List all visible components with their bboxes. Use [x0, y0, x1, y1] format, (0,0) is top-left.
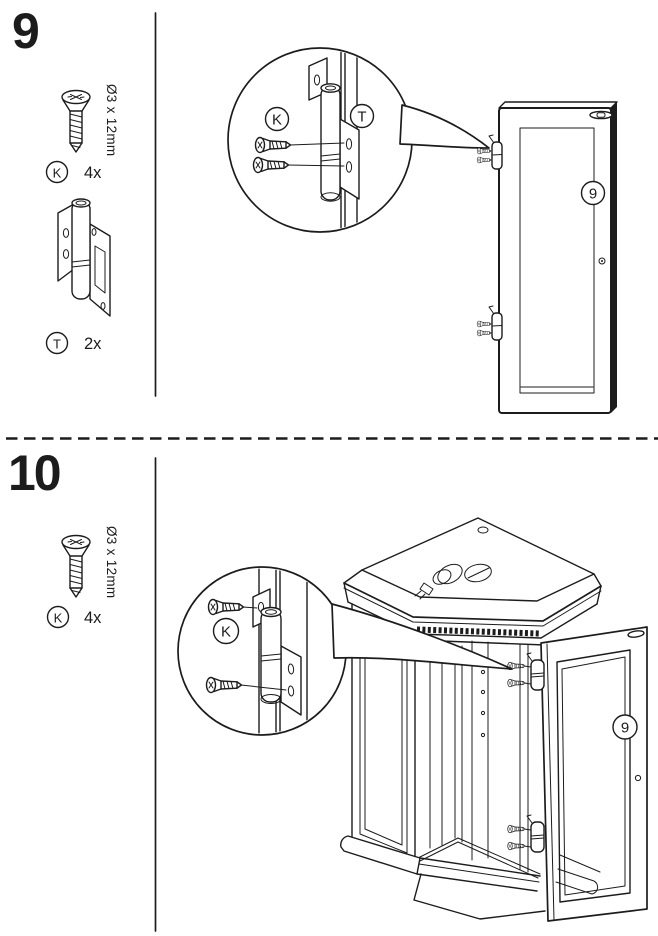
step-9-callout: K T	[227, 47, 490, 233]
top-cord-hole	[477, 526, 489, 534]
hinge-quantity-label: 2x	[84, 335, 102, 353]
callout-pointer	[399, 104, 490, 149]
callout-screw-key-badge	[264, 106, 290, 132]
door-part-badge	[580, 180, 606, 206]
callout-pointer	[331, 603, 513, 670]
cabinet-upper-hinge	[507, 652, 545, 691]
dentil-molding	[416, 626, 540, 637]
door-lower-hinge	[476, 305, 503, 341]
screw-icon	[507, 824, 526, 834]
door-catch-plate	[627, 630, 645, 638]
screw-icon	[507, 678, 526, 688]
part-key-label: K	[53, 166, 62, 181]
door-part-badge	[612, 714, 638, 740]
screw-size-label: Ø3 x 12mm	[104, 526, 119, 598]
door-part-label: 9	[589, 186, 597, 203]
step-10-parts: Ø3 x 12mm K 4x	[46, 526, 119, 629]
step-9-parts: Ø3 x 12mm K 4x T 2x	[45, 84, 119, 355]
step-9-number: 9	[12, 3, 40, 59]
callout-screw-key-label: K	[272, 112, 282, 129]
screw-quantity-label: 4x	[84, 164, 102, 182]
part-key-label: K	[54, 611, 63, 626]
door-upper-hinge	[476, 134, 503, 170]
corner-cabinet-diagram: 9	[340, 517, 648, 922]
door-knob	[634, 774, 642, 782]
screw-icon	[476, 147, 492, 155]
screw-icon	[476, 320, 492, 328]
part-key-label: T	[53, 337, 61, 352]
power-cord-icon	[414, 563, 492, 600]
screw-icon	[476, 156, 492, 164]
door-part-label: 9	[621, 720, 629, 737]
hinge-icon	[57, 198, 111, 317]
base-molding-left	[340, 835, 421, 875]
callout-hinge-key-badge	[349, 103, 375, 129]
callout-screw-key-badge	[212, 617, 240, 645]
screw-icon	[507, 841, 526, 851]
countersunk-screw-icon	[61, 89, 91, 153]
countersunk-screw-icon	[61, 534, 91, 598]
door-knob	[598, 257, 606, 265]
screw-size-label: Ø3 x 12mm	[104, 84, 119, 156]
step-10-callout: K	[177, 566, 513, 736]
part-key-badge-circle	[45, 160, 69, 184]
screw-quantity-label: 4x	[84, 609, 102, 627]
callout-hinge-key-label: T	[357, 109, 366, 126]
step-9-door-diagram: 9	[476, 101, 618, 414]
part-key-badge-circle	[46, 605, 70, 629]
step-10-door: 9	[540, 626, 648, 922]
door-catch-plate	[589, 110, 613, 120]
screw-icon	[476, 329, 492, 337]
step-10-number: 10	[8, 445, 62, 501]
callout-screw-key-label: K	[221, 624, 231, 641]
cabinet-lower-hinge	[507, 814, 545, 853]
part-key-badge-circle	[45, 331, 69, 355]
